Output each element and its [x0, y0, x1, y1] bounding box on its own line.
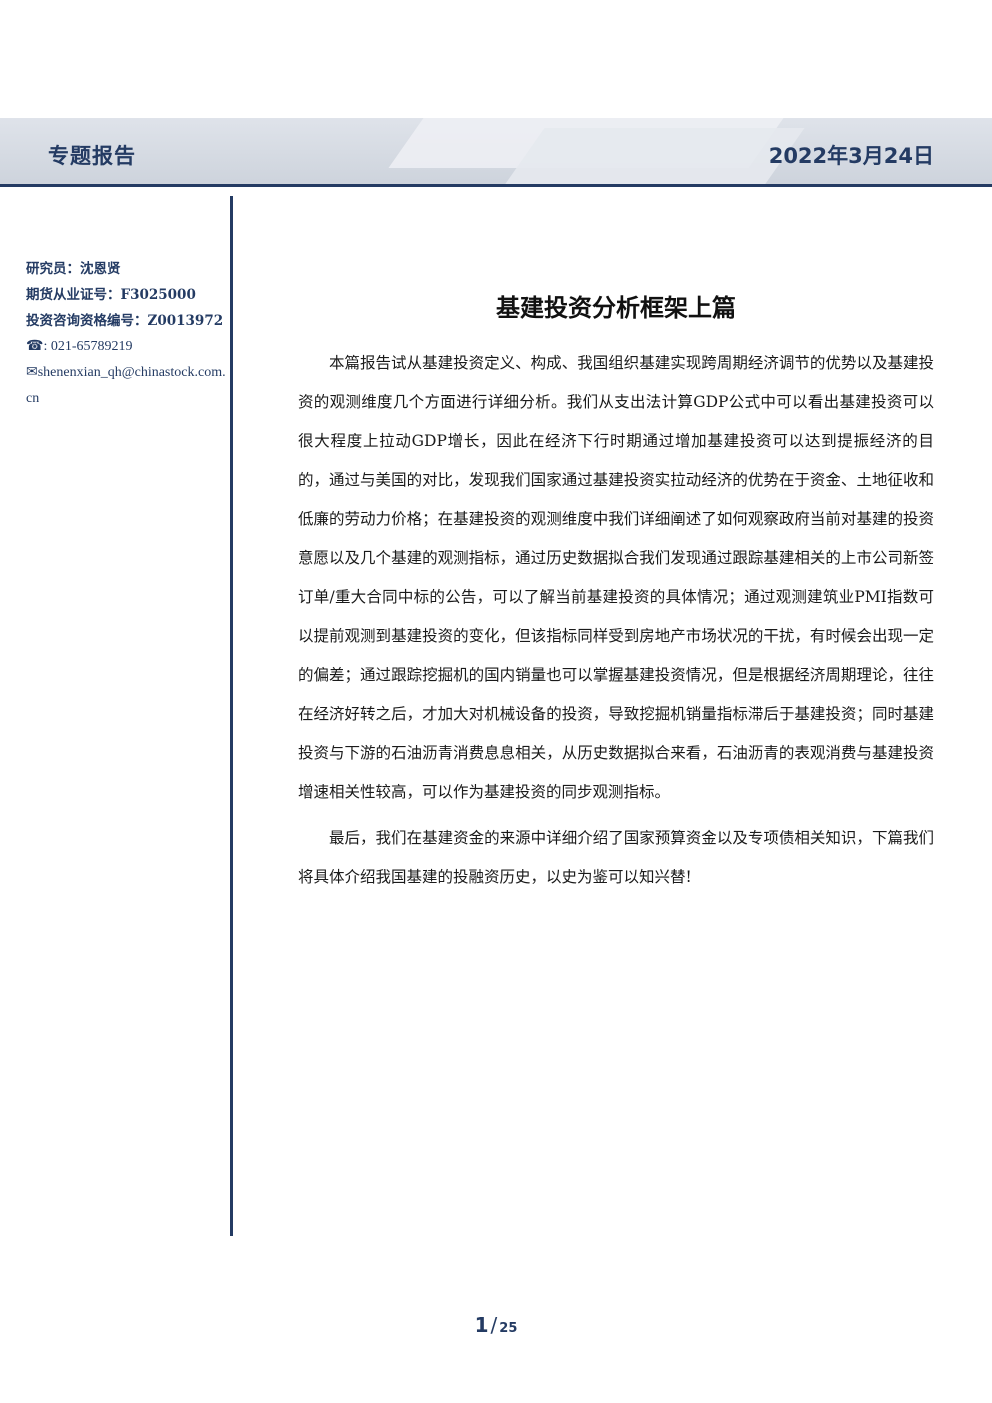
sidebar-divider [230, 196, 233, 1236]
article-title: 基建投资分析框架上篇 [496, 294, 736, 322]
author-sidebar: 研究员：沈恩贤 期货从业证号：F3025000 投资咨询资格编号：Z001397… [26, 256, 226, 412]
header-decoration [495, 128, 805, 186]
researcher-name: 研究员：沈恩贤 [26, 261, 121, 277]
phone-icon: ☎ [26, 339, 44, 354]
total-pages: 25 [499, 1321, 518, 1336]
phone-number[interactable]: : 021-65789219 [43, 339, 133, 354]
page-number: 1/25 [0, 1313, 992, 1337]
paragraph: 本篇报告试从基建投资定义、构成、我国组织基建实现跨周期经济调节的优势以及基建投资… [298, 354, 934, 801]
email-address[interactable]: shenenxian_qh@chinastock.com.cn [26, 365, 226, 406]
header-band [0, 118, 992, 186]
report-date: 2022年3月24日 [768, 144, 934, 168]
page-separator: / [490, 1313, 498, 1337]
futures-cert-number: 期货从业证号：F3025000 [26, 287, 196, 303]
mail-icon: ✉ [26, 365, 38, 380]
email-line: ✉shenenxian_qh@chinastock.com.cn [26, 360, 226, 412]
article-body: 本篇报告试从基建投资定义、构成、我国组织基建实现跨周期经济调节的优势以及基建投资… [298, 344, 934, 897]
paragraph: 最后，我们在基建资金的来源中详细介绍了国家预算资金以及专项债相关知识，下篇我们将… [298, 829, 934, 886]
header-rule [0, 184, 992, 187]
phone-line: ☎: 021-65789219 [26, 334, 226, 360]
report-type-label: 专题报告 [48, 144, 136, 168]
current-page: 1 [474, 1313, 489, 1337]
invest-cert-number: 投资咨询资格编号：Z0013972 [26, 313, 224, 329]
